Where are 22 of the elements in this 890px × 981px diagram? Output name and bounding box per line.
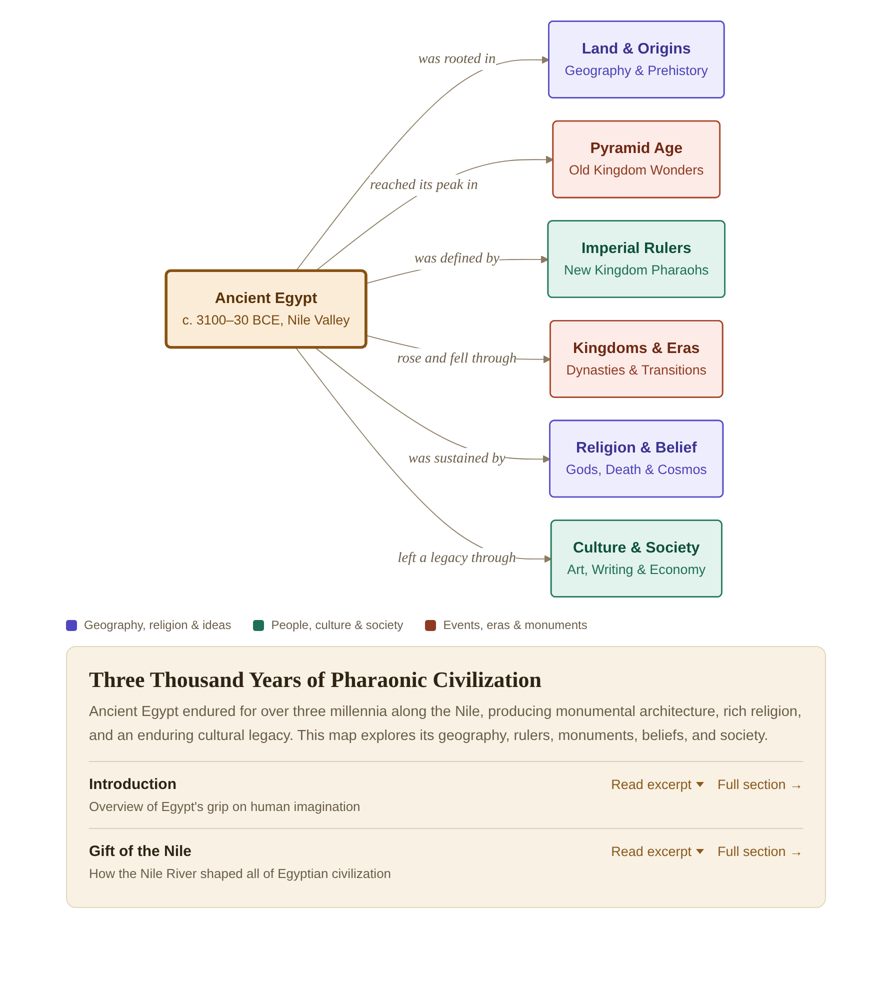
section-heading: Gift of the Nile — [89, 842, 192, 860]
section-summary: How the Nile River shaped all of Egyptian civilization — [89, 866, 392, 881]
arrow — [294, 347, 552, 563]
section-summary: Overview of Egypt's grip on human imagination — [89, 798, 360, 814]
edge-label: was rooted in — [418, 51, 496, 67]
legend-label: People, culture & society — [271, 618, 404, 632]
edge-label: left a legacy through — [397, 550, 516, 566]
excerpt-toggle: Read excerpt — [611, 844, 704, 859]
card-description: Ancient Egypt endured for over three millennia along the Nile, producing monumental architecture, rich religion, and an enduring cultural legacy. This map explores its geography, rulers, monuments, beliefs, and society. — [89, 703, 803, 746]
arrow — [314, 347, 550, 464]
card-title: Three Thousand Years of Pharaonic Civilization — [89, 667, 542, 693]
edge-label: was sustained by — [408, 450, 505, 466]
edge-label: was defined by — [414, 251, 499, 266]
edge-label: reached its peak in — [369, 177, 478, 192]
section-heading: Introduction — [89, 776, 176, 793]
legend-label: Geography, religion & ideas — [84, 618, 232, 632]
excerpt-toggle: Read excerpt — [611, 776, 704, 792]
legend-label: Events, eras & monuments — [443, 618, 588, 632]
section-link: Full section → — [717, 844, 803, 859]
edge-label: rose and fell through — [396, 350, 516, 366]
section-link: Full section → — [717, 776, 803, 792]
arrow — [294, 56, 549, 272]
